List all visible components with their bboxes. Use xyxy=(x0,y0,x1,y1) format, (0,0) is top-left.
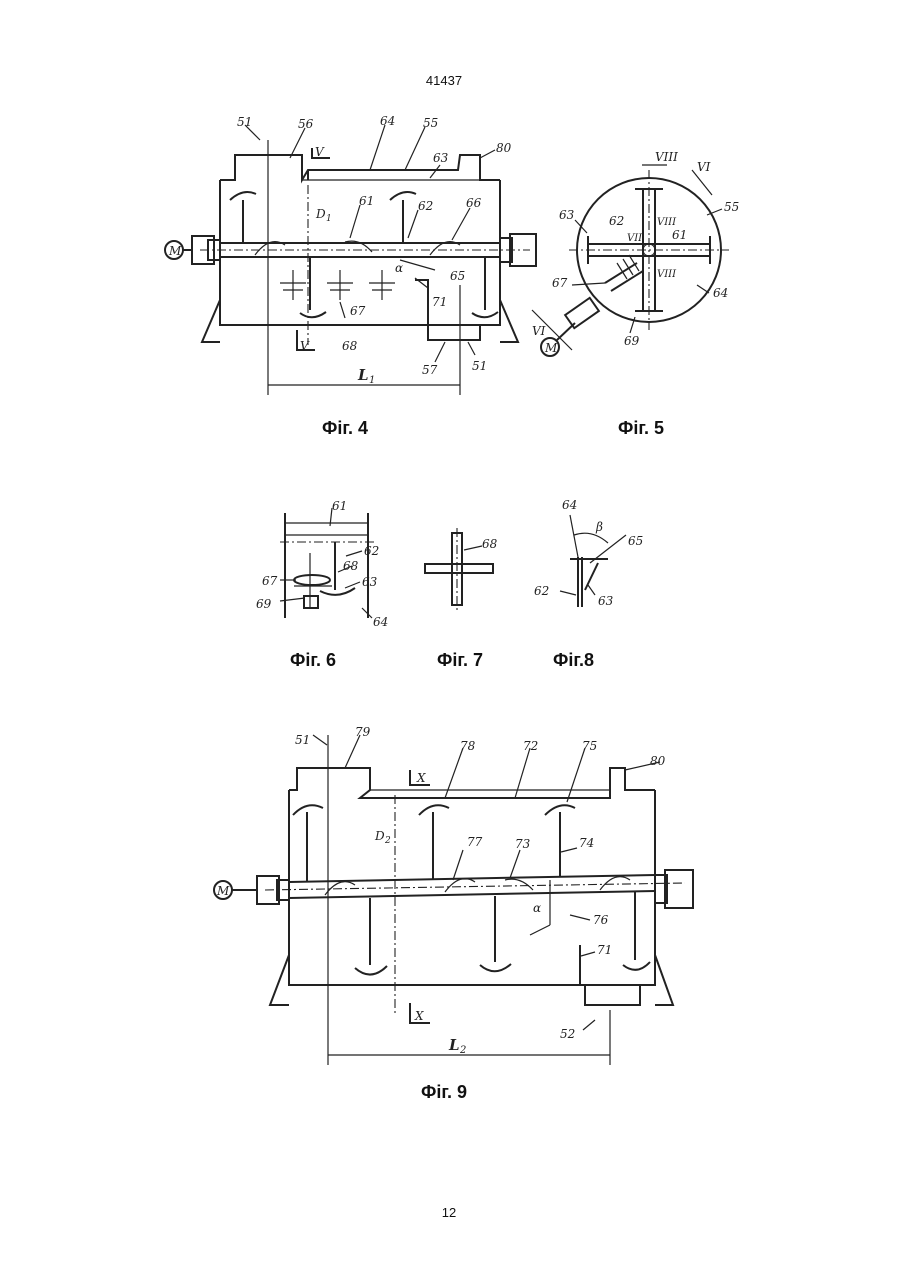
caption-fig-9: Фіг. 9 xyxy=(421,1082,467,1103)
label-67: 67 xyxy=(552,276,568,290)
label-l2-sub: 2 xyxy=(459,1045,466,1056)
label-65: 65 xyxy=(450,269,465,283)
label-section-x-top: X xyxy=(416,771,426,785)
label-74: 74 xyxy=(579,836,594,850)
label-77: 77 xyxy=(467,835,483,849)
label-d2: D xyxy=(374,829,385,843)
label-73: 73 xyxy=(515,837,531,851)
figure-9-drawing: M xyxy=(205,720,705,1075)
label-52: 52 xyxy=(560,1027,575,1041)
label-d1: D xyxy=(315,207,326,221)
label-69: 69 xyxy=(624,334,640,348)
label-section-x-bottom: X xyxy=(414,1009,424,1023)
label-68: 68 xyxy=(342,339,358,353)
label-62: 62 xyxy=(364,544,379,558)
label-63: 63 xyxy=(559,208,575,222)
label-l1: L xyxy=(357,366,369,384)
figure-7-drawing: 68 xyxy=(420,528,510,613)
label-61: 61 xyxy=(672,228,687,242)
label-80: 80 xyxy=(496,141,512,155)
caption-fig-6: Фіг. 6 xyxy=(290,650,336,671)
figure-8-drawing: 64 β 65 62 63 xyxy=(530,495,660,620)
label-72: 72 xyxy=(523,739,538,753)
label-motor: M xyxy=(216,884,230,898)
label-62: 62 xyxy=(534,584,549,598)
label-67: 67 xyxy=(350,304,366,318)
label-vi-1: VI xyxy=(697,160,711,174)
label-55: 55 xyxy=(724,200,739,214)
page-number: 12 xyxy=(399,1205,499,1220)
label-63: 63 xyxy=(598,594,614,608)
label-viii-1: VIII xyxy=(655,150,678,164)
label-vi-2: VI xyxy=(532,324,546,338)
label-71: 71 xyxy=(432,295,447,309)
label-62: 62 xyxy=(418,199,433,213)
label-68: 68 xyxy=(343,559,359,573)
label-64: 64 xyxy=(562,498,577,512)
label-d1-sub: 1 xyxy=(326,214,332,224)
label-section-v-bottom: V xyxy=(300,339,310,353)
label-64: 64 xyxy=(380,114,395,128)
label-56: 56 xyxy=(298,117,314,131)
figure-4-drawing: M xyxy=(160,110,550,410)
label-57: 57 xyxy=(422,363,438,377)
label-alpha: α xyxy=(395,261,403,275)
label-51: 51 xyxy=(295,733,310,747)
label-alpha: α xyxy=(533,901,541,915)
label-vii: VII xyxy=(627,233,643,244)
label-beta: β xyxy=(595,520,603,534)
label-61: 61 xyxy=(359,194,374,208)
label-63: 63 xyxy=(433,151,449,165)
label-71: 71 xyxy=(597,943,612,957)
label-79: 79 xyxy=(355,725,371,739)
label-64: 64 xyxy=(373,615,388,629)
label-80: 80 xyxy=(650,754,666,768)
label-65: 65 xyxy=(628,534,643,548)
label-67: 67 xyxy=(262,574,278,588)
label-viii-2: VIII xyxy=(657,217,677,228)
label-l2: L xyxy=(448,1036,460,1054)
label-66: 66 xyxy=(466,196,482,210)
document-number: 41437 xyxy=(394,73,494,88)
label-76: 76 xyxy=(593,913,609,927)
label-63: 63 xyxy=(362,575,378,589)
figure-6-drawing: 61 62 68 67 63 69 64 xyxy=(250,498,400,638)
label-78: 78 xyxy=(460,739,476,753)
label-55: 55 xyxy=(423,116,438,130)
label-62: 62 xyxy=(609,214,624,228)
figure-5-drawing: M VIII VI 55 63 62 VII VIII 61 VIII 67 6… xyxy=(527,145,757,380)
label-l1-sub: 1 xyxy=(369,375,375,386)
label-51b: 51 xyxy=(472,359,487,373)
label-75: 75 xyxy=(582,739,597,753)
caption-fig-7: Фіг. 7 xyxy=(437,650,483,671)
label-section-v-top: V xyxy=(315,145,325,159)
label-64: 64 xyxy=(713,286,728,300)
label-51a: 51 xyxy=(237,115,252,129)
label-motor: M xyxy=(544,341,558,355)
label-69: 69 xyxy=(256,597,272,611)
label-68: 68 xyxy=(482,537,498,551)
caption-fig-4: Фіг. 4 xyxy=(322,418,368,439)
caption-fig-8: Фіг.8 xyxy=(553,650,594,671)
label-61: 61 xyxy=(332,499,347,513)
label-d2-sub: 2 xyxy=(384,836,391,846)
label-viii-3: VIII xyxy=(657,269,677,280)
caption-fig-5: Фіг. 5 xyxy=(618,418,664,439)
label-motor: M xyxy=(168,244,182,258)
